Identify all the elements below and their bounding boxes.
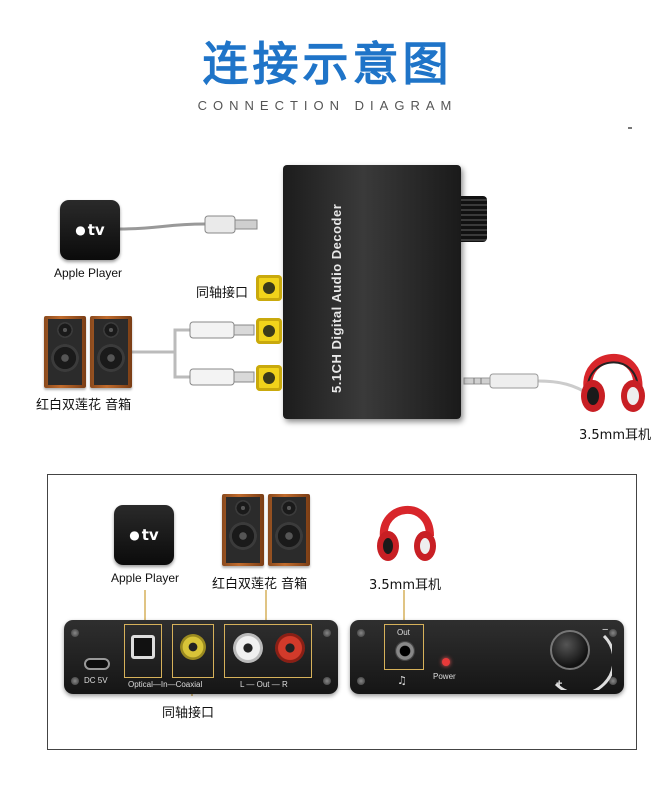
volume-minus: − — [602, 624, 609, 636]
optical-plug-body — [204, 215, 236, 234]
speaker-left — [44, 316, 86, 388]
bottom-diagram-frame — [47, 474, 637, 750]
apple-tv-device: ● tv — [60, 200, 120, 260]
apple-player-label: Apple Player — [54, 266, 123, 280]
headphones-top — [581, 354, 645, 412]
headphones-bottom — [377, 506, 436, 561]
headphone-plug-body — [489, 373, 539, 389]
coaxial-input-port[interactable] — [180, 634, 206, 660]
dc-power-port[interactable] — [84, 658, 110, 670]
volume-plus: + — [556, 678, 563, 690]
back-panel: DC 5V Optical—In—Coaxial L — Out — R — [64, 620, 338, 694]
apple-tv-device-bottom: ● tv — [114, 505, 174, 565]
speaker-left-bottom — [222, 494, 264, 566]
rca-plug-second — [189, 368, 235, 386]
coaxial-input-box — [172, 624, 214, 678]
speaker-right-bottom — [268, 494, 310, 566]
page-subtitle: CONNECTION DIAGRAM — [197, 98, 458, 113]
top-cables-svg — [119, 215, 591, 397]
power-led — [442, 658, 450, 666]
rca-output-right[interactable] — [275, 633, 305, 663]
headphone-plug-tip — [463, 377, 491, 385]
apple-player-label-bottom: Apple Player — [111, 571, 180, 585]
out-label: Out — [397, 628, 410, 637]
decoder-box: 5.1CH Digital Audio Decoder — [283, 165, 461, 419]
output-label: L — Out — R — [240, 680, 288, 689]
speakers-label-bottom: 红白双莲花 音箱 — [212, 577, 308, 592]
optical-input-port[interactable] — [131, 635, 155, 659]
speaker-cable-branch-bottom — [173, 352, 190, 379]
headphone-output-box: Out — [384, 624, 424, 670]
optical-plug-tip — [234, 219, 258, 230]
headphone-output-port[interactable] — [395, 641, 415, 661]
speaker-cable-branch-top — [173, 328, 190, 352]
coaxial-label: 同轴接口 — [196, 286, 249, 301]
volume-arc — [554, 634, 612, 690]
volume-dial[interactable] — [550, 630, 590, 670]
optical-input-box — [124, 624, 162, 678]
headphones-label: 3.5mm耳机 — [579, 428, 652, 443]
rca-plug-white-tip — [233, 324, 255, 336]
rca-output-box — [224, 624, 312, 678]
apple-tv-logo-text-bottom: tv — [141, 526, 159, 544]
apple-logo-icon: ● — [75, 223, 86, 237]
optical-cable — [119, 222, 206, 231]
power-label: Power — [433, 672, 456, 681]
rca-jack-left[interactable] — [256, 318, 282, 344]
rca-jack-right[interactable] — [256, 365, 282, 391]
rca-plug-second-tip — [233, 371, 255, 383]
rca-plug-white — [189, 321, 235, 339]
apple-tv-logo-text: tv — [87, 221, 105, 239]
headphone-icon: ♫ — [397, 674, 407, 687]
rca-output-left[interactable] — [233, 633, 263, 663]
input-label: Optical—In—Coaxial — [128, 680, 203, 689]
page-title: 连接示意图 — [202, 37, 453, 91]
coaxial-label-bottom: 同轴接口 — [162, 706, 215, 721]
front-panel: Out ♫ Power + − — [350, 620, 624, 694]
decoder-text: 5.1CH Digital Audio Decoder — [329, 203, 344, 393]
apple-logo-icon-bottom: ● — [129, 528, 140, 542]
headphones-label-bottom: 3.5mm耳机 — [369, 578, 442, 593]
speaker-right — [90, 316, 132, 388]
coaxial-jack[interactable] — [256, 275, 282, 301]
dc-label: DC 5V — [84, 676, 108, 685]
volume-knob[interactable] — [461, 196, 487, 242]
speakers-label: 红白双莲花 音箱 — [36, 398, 132, 413]
small-mark — [628, 127, 632, 129]
